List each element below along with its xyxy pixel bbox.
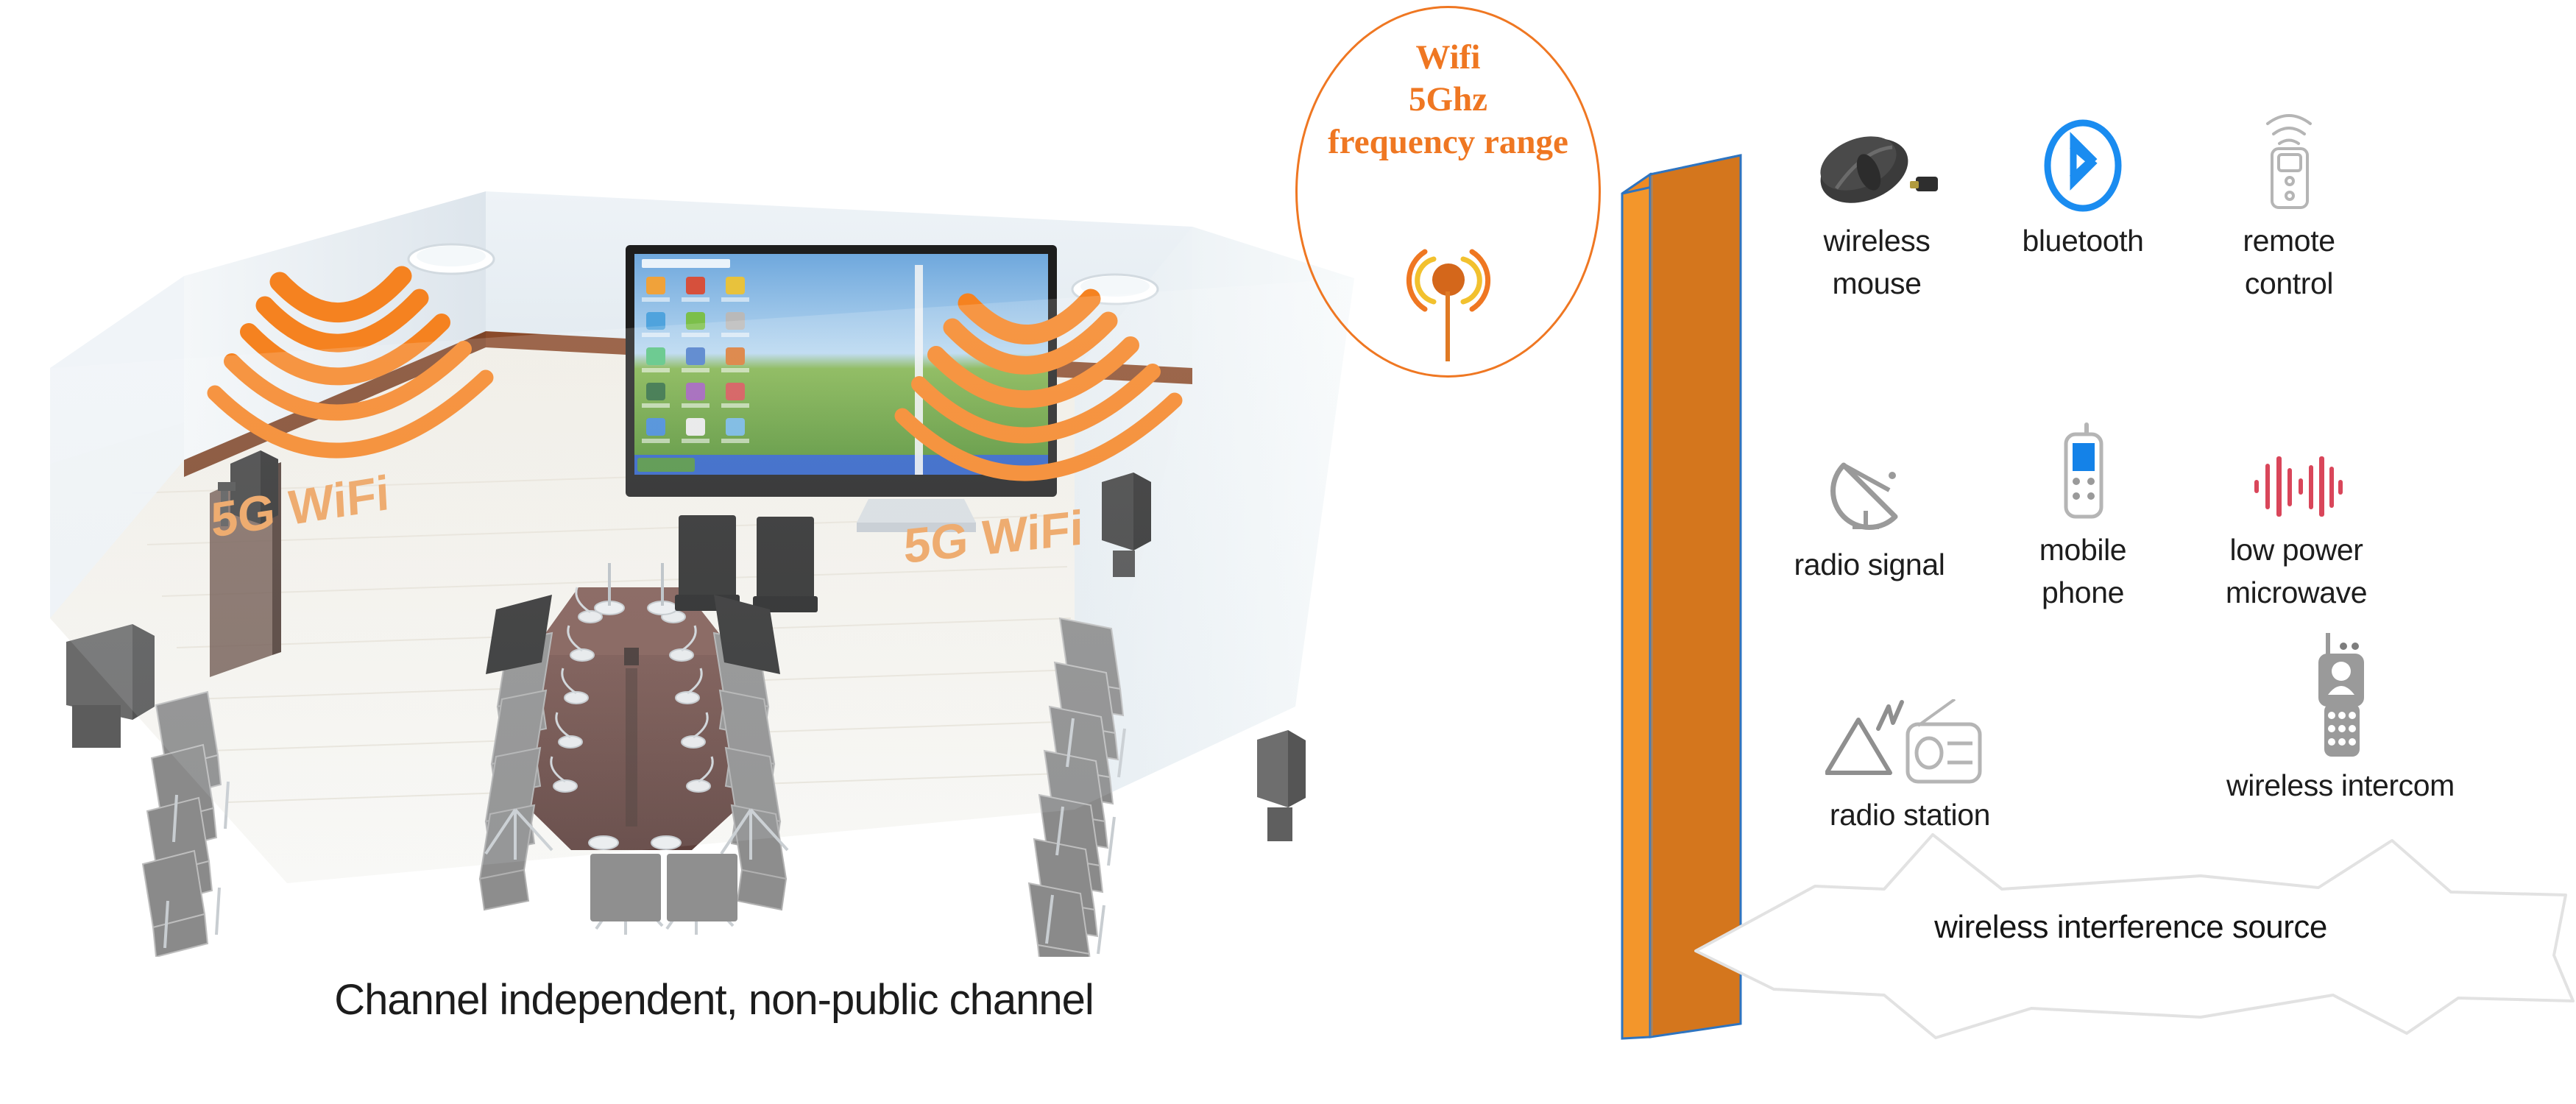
interference-item-low-power-microwave[interactable]: low power microwave bbox=[2193, 397, 2399, 614]
wifi-frequency-badge: Wifi 5Ghz frequency range bbox=[1295, 6, 1608, 381]
interference-item-wireless-mouse[interactable]: wireless mouse bbox=[1781, 88, 1972, 305]
badge-line-2: 5Ghz bbox=[1408, 80, 1488, 119]
interference-label-wireless-mouse: wireless mouse bbox=[1823, 224, 1931, 301]
interference-item-mobile-phone[interactable]: mobile phone bbox=[1987, 397, 2179, 614]
badge-ring bbox=[1295, 6, 1601, 378]
badge-text: Wifi 5Ghz frequency range bbox=[1295, 37, 1601, 163]
interference-source-grid: wireless mouse bluetooth bbox=[1766, 88, 2569, 846]
interference-item-radio-signal[interactable]: radio signal bbox=[1766, 412, 1972, 586]
radio-station-icon bbox=[1788, 662, 2031, 788]
wireless-mouse-icon bbox=[1781, 88, 1972, 213]
remote-control-icon bbox=[2193, 88, 2385, 213]
callout-label: wireless interference source bbox=[1934, 909, 2327, 945]
satellite-dish-icon bbox=[1766, 412, 1972, 537]
antenna-broadcast-icon bbox=[1406, 249, 1491, 361]
badge-line-3: frequency range bbox=[1328, 122, 1568, 161]
interference-item-radio-station[interactable]: radio station bbox=[1788, 662, 2031, 836]
interference-label-mobile-phone: mobile phone bbox=[2039, 533, 2127, 610]
waveform-icon bbox=[2193, 397, 2399, 523]
interference-label-remote-control: remote control bbox=[2243, 224, 2335, 301]
interference-label-radio-station: radio station bbox=[1829, 798, 1991, 832]
interference-label-radio-signal: radio signal bbox=[1794, 548, 1945, 581]
conference-room-illustration: 5G WiFi 5G WiFi bbox=[44, 147, 1376, 957]
badge-line-1: Wifi bbox=[1415, 38, 1481, 77]
interference-item-bluetooth[interactable]: bluetooth bbox=[1987, 88, 2179, 262]
interference-label-wireless-intercom: wireless intercom bbox=[2226, 768, 2455, 802]
orange-barrier-wall bbox=[1619, 151, 1755, 1041]
callout-burst-shape bbox=[1694, 833, 2575, 1039]
walkie-talkie-icon bbox=[2171, 633, 2510, 758]
interference-label-low-power-microwave: low power microwave bbox=[2225, 533, 2368, 610]
interference-item-wireless-intercom[interactable]: wireless intercom bbox=[2171, 633, 2510, 807]
mobile-phone-icon bbox=[1987, 397, 2179, 523]
wireless-interference-callout: wireless interference source bbox=[1685, 824, 2576, 1045]
interference-label-bluetooth: bluetooth bbox=[2022, 224, 2144, 258]
room-caption: Channel independent, non-public channel bbox=[334, 976, 1094, 1024]
interference-item-remote-control[interactable]: remote control bbox=[2193, 88, 2385, 305]
bluetooth-icon bbox=[1987, 88, 2179, 213]
